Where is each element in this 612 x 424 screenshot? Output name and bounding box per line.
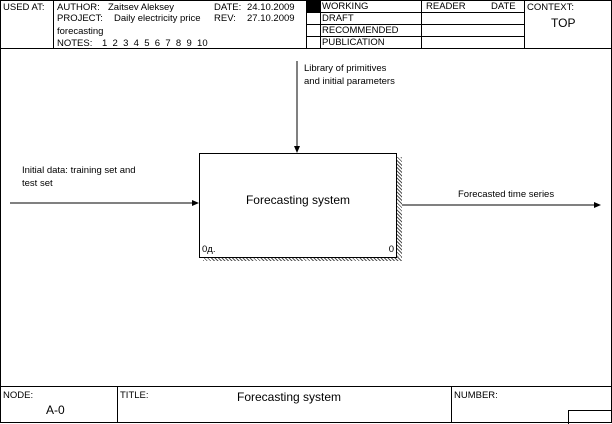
status-checkbox-column xyxy=(320,0,321,48)
status-row-line-3 xyxy=(306,36,524,37)
activity-title: Forecasting system xyxy=(245,193,351,207)
rev-label: REV: xyxy=(214,13,236,24)
notes-numbers: 1 2 3 4 5 6 7 8 9 10 xyxy=(102,38,208,49)
status-recommended: RECOMMENDED xyxy=(322,25,399,36)
input-label-continued: test set xyxy=(22,178,53,189)
output-arrowhead xyxy=(594,202,601,208)
context-label: CONTEXT: xyxy=(527,2,574,13)
header-divider-context xyxy=(524,0,525,48)
author-label: AUTHOR: xyxy=(57,2,100,13)
node-value: A-0 xyxy=(46,403,65,417)
activity-box-shadow-bottom xyxy=(203,257,402,261)
node-label: NODE: xyxy=(3,390,34,401)
control-label-continued: and initial parameters xyxy=(304,76,395,87)
rev-value: 27.10.2009 xyxy=(247,13,295,24)
output-label: Forecasted time series xyxy=(458,189,555,200)
activity-box-shadow-right xyxy=(397,157,402,260)
author-value: Zaitsev Aleksey xyxy=(108,2,174,13)
input-label: Initial data: training set and xyxy=(22,165,136,176)
title-value: Forecasting system xyxy=(237,390,342,404)
input-arrowhead xyxy=(192,200,199,206)
footer-divider-title xyxy=(117,386,118,423)
status-row-line-2 xyxy=(306,24,524,25)
control-label: Library of primitives xyxy=(304,63,387,74)
activity-number: 0 xyxy=(388,244,394,255)
status-publication: PUBLICATION xyxy=(322,37,385,48)
date-label: DATE: xyxy=(214,2,242,13)
working-status-marker xyxy=(307,1,320,12)
project-value: Daily electricity price xyxy=(114,13,201,24)
number-label: NUMBER: xyxy=(454,390,498,401)
status-working: WORKING xyxy=(322,1,369,12)
used-at-label: USED AT: xyxy=(3,2,45,13)
header-divider-usedat xyxy=(53,0,54,48)
activity-cost: 0д. xyxy=(202,244,216,255)
title-label: TITLE: xyxy=(120,390,149,401)
control-arrowhead xyxy=(294,146,300,153)
page-box xyxy=(568,410,612,424)
footer-top-border xyxy=(0,386,612,387)
context-value: TOP xyxy=(551,16,576,30)
project-value-continued: forecasting xyxy=(57,26,104,37)
notes-label: NOTES: xyxy=(57,38,93,49)
reader-label: READER xyxy=(426,1,466,12)
footer-divider-number xyxy=(451,386,452,423)
date-value: 24.10.2009 xyxy=(247,2,295,13)
reader-date-label: DATE xyxy=(491,1,516,12)
status-row-line-1 xyxy=(306,12,524,13)
project-label: PROJECT: xyxy=(57,13,103,24)
activity-box[interactable]: Forecasting system 0д. 0 xyxy=(199,153,397,258)
status-draft: DRAFT xyxy=(322,13,354,24)
header-bottom-border xyxy=(0,48,612,49)
